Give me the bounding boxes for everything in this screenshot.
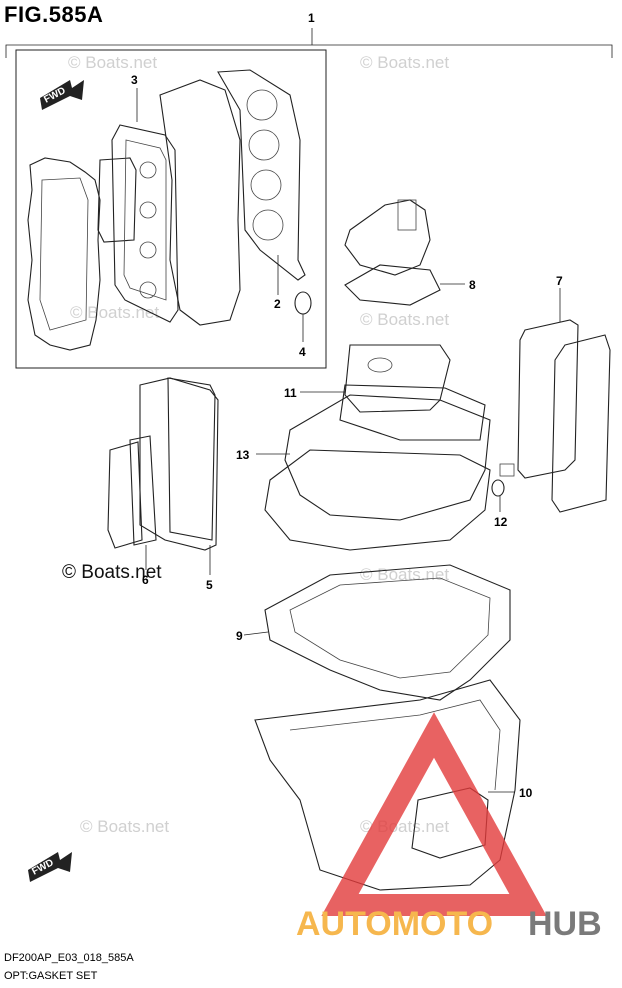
automotohub-logo: AUTOMOTO HUB [296, 712, 602, 943]
cylinder-head-cover [27, 157, 101, 351]
exhaust-manifold-gasket [264, 564, 511, 701]
head-cover-gasket [111, 124, 179, 323]
footer-code: DF200AP_E03_018_585A [4, 952, 134, 964]
callout-9: 9 [236, 629, 243, 643]
svg-text:HUB: HUB [528, 905, 602, 943]
callout-5: 5 [206, 578, 213, 592]
callout-10: 10 [519, 786, 533, 800]
callout-2: 2 [274, 297, 281, 311]
callout-11: 11 [284, 386, 297, 400]
side-cover-gasket [167, 377, 216, 541]
callout-7: 7 [556, 274, 563, 288]
plate-gasket [129, 435, 157, 546]
case-gasket [284, 394, 491, 521]
fwd-arrow-bottom: FWD [28, 852, 72, 882]
watermark: © Boats.net [360, 53, 449, 72]
cylinder-head [159, 79, 241, 326]
side-cover [139, 377, 219, 551]
cylinder-head-gasket [217, 69, 306, 281]
watermark: © Boats.net [70, 303, 159, 322]
cover-plate [344, 344, 451, 413]
cover-gasket [339, 384, 486, 441]
callout-8: 8 [469, 278, 476, 292]
plate [107, 441, 143, 549]
subassembly-frame [15, 49, 327, 369]
exhaust-cover-gasket [517, 319, 579, 479]
watermark: © Boats.net [360, 310, 449, 329]
callout-4: 4 [299, 345, 306, 359]
callout-13: 13 [236, 448, 250, 462]
footer-title: OPT:GASKET SET [4, 970, 98, 982]
callout-6: 6 [142, 573, 149, 587]
callout-12: 12 [494, 515, 508, 529]
callout-3: 3 [131, 73, 138, 87]
exhaust-cover [551, 334, 611, 513]
lower-case [254, 679, 521, 891]
water-housing [344, 199, 431, 276]
bracket-line [5, 44, 613, 58]
figure-title: FIG.585A [4, 2, 104, 27]
svg-text:AUTOMOTO: AUTOMOTO [296, 905, 493, 943]
small-seal [491, 479, 505, 497]
watermark-large: © Boats.net [62, 562, 162, 583]
housing-gasket [344, 264, 441, 306]
intake-plate [97, 157, 137, 243]
upper-case [264, 449, 491, 551]
watermark: © Boats.net [80, 817, 169, 836]
watermark: © Boats.net [360, 565, 449, 584]
fwd-arrow-top: FWD [40, 80, 84, 110]
callout-1: 1 [308, 11, 315, 25]
watermark: © Boats.net [68, 53, 157, 72]
o-ring [294, 291, 312, 315]
